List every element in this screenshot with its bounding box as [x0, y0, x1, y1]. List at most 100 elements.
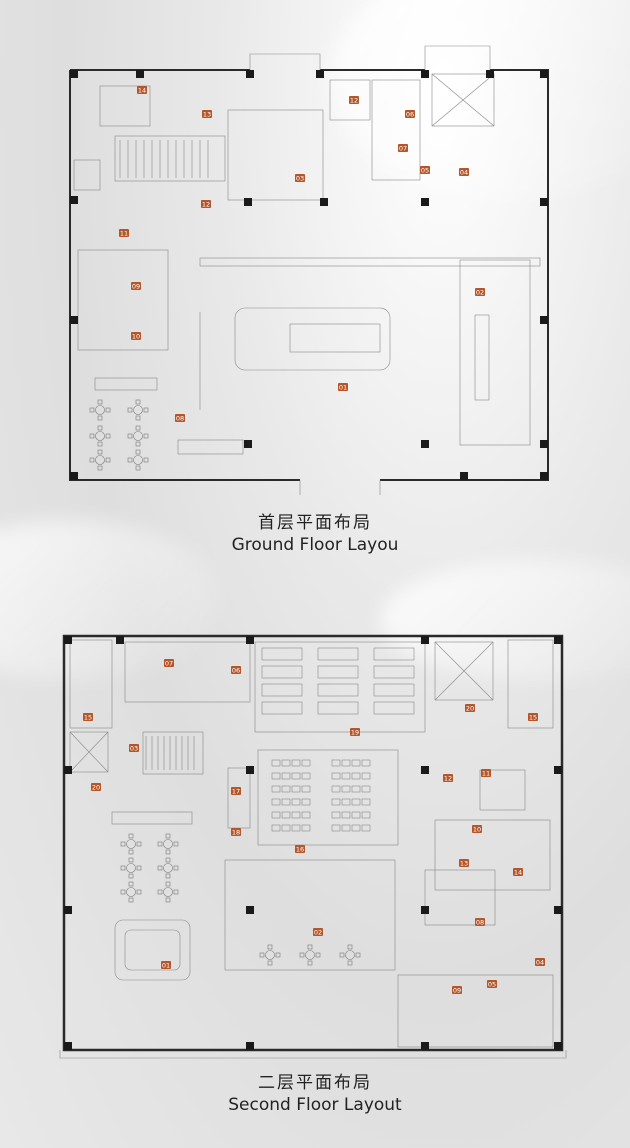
structural-column — [70, 70, 78, 78]
zone-number-badge: 15 — [528, 713, 538, 721]
workstation-desk — [373, 701, 415, 715]
zone-number-label: 01 — [162, 961, 170, 969]
structural-column — [421, 70, 429, 78]
workstation-desk — [261, 683, 303, 697]
round-table-set — [157, 881, 179, 903]
zone-number-badge: 04 — [459, 168, 469, 176]
zone-number-label: 13 — [203, 110, 211, 118]
training-seat — [361, 759, 371, 767]
zone-number-badge: 01 — [338, 383, 348, 391]
zone-number-label: 03 — [296, 174, 304, 182]
training-seat — [361, 811, 371, 819]
round-table-set — [127, 449, 149, 471]
zone-number-badge: 10 — [472, 825, 482, 833]
training-seat — [301, 772, 311, 780]
workstation-desk — [317, 647, 359, 661]
zone-number-badge: 13 — [459, 859, 469, 867]
structural-column — [136, 70, 144, 78]
zone-number-label: 11 — [120, 229, 128, 237]
zone-number-badge: 18 — [231, 828, 241, 836]
workstation-desk — [373, 647, 415, 661]
zone-number-label: 02 — [476, 288, 484, 296]
structural-column — [246, 906, 254, 914]
workstation-desk — [261, 665, 303, 679]
structural-column — [70, 316, 78, 324]
round-table-set — [157, 833, 179, 855]
round-table-set — [157, 857, 179, 879]
zone-number-label: 14 — [514, 868, 522, 876]
training-seat — [281, 772, 291, 780]
round-table-set — [89, 449, 111, 471]
structural-column — [540, 316, 548, 324]
round-table-set — [259, 944, 281, 966]
zone-number-badge: 08 — [175, 414, 185, 422]
workstation-desk — [261, 701, 303, 715]
structural-column — [554, 766, 562, 774]
structural-column — [244, 440, 252, 448]
round-table-set — [89, 425, 111, 447]
round-table-set — [127, 399, 149, 421]
ground-floor-caption: 首层平面布局 Ground Floor Layou — [0, 512, 630, 556]
training-seat — [271, 798, 281, 806]
training-seat — [271, 785, 281, 793]
zone-number-label: 10 — [473, 825, 481, 833]
structural-column — [64, 1042, 72, 1050]
training-seat — [351, 824, 361, 832]
structural-column — [70, 196, 78, 204]
training-seat — [351, 772, 361, 780]
training-seat — [341, 824, 351, 832]
zone-number-badge: 06 — [231, 666, 241, 674]
zone-number-label: 04 — [460, 168, 468, 176]
structural-column — [421, 766, 429, 774]
zone-number-badge: 09 — [452, 986, 462, 994]
zone-number-label: 20 — [92, 783, 100, 791]
training-seat — [281, 759, 291, 767]
training-seat — [361, 772, 371, 780]
structural-column — [64, 766, 72, 774]
zone-number-label: 09 — [132, 282, 140, 290]
zone-number-badge: 12 — [443, 774, 453, 782]
zone-number-label: 20 — [466, 704, 474, 712]
zone-number-label: 12 — [202, 200, 210, 208]
training-seat — [291, 759, 301, 767]
zone-number-label: 05 — [421, 166, 429, 174]
zone-number-label: 18 — [232, 828, 240, 836]
ground-floor-title-cn: 首层平面布局 — [258, 513, 372, 533]
second-floor-caption: 二层平面布局 Second Floor Layout — [0, 1072, 630, 1116]
round-table-set — [127, 425, 149, 447]
structural-column — [540, 198, 548, 206]
round-table-set — [339, 944, 361, 966]
workstation-desk — [373, 665, 415, 679]
round-table-set — [299, 944, 321, 966]
zone-number-label: 13 — [460, 859, 468, 867]
zone-number-badge: 08 — [475, 918, 485, 926]
zone-number-badge: 09 — [131, 282, 141, 290]
round-table-set — [120, 881, 142, 903]
training-seat — [331, 759, 341, 767]
training-seat — [331, 811, 341, 819]
training-seat — [361, 824, 371, 832]
zone-number-badge: 02 — [313, 928, 323, 936]
training-seat — [301, 785, 311, 793]
training-seat — [271, 824, 281, 832]
training-seat — [341, 798, 351, 806]
structural-column — [320, 198, 328, 206]
training-seat — [351, 811, 361, 819]
zone-number-label: 07 — [165, 659, 173, 667]
training-seat — [331, 772, 341, 780]
structural-column — [64, 636, 72, 644]
structural-column — [246, 766, 254, 774]
zone-number-label: 09 — [453, 986, 461, 994]
zone-number-badge: 11 — [481, 769, 491, 777]
zone-number-badge: 05 — [487, 980, 497, 988]
zone-number-badge: 14 — [513, 868, 523, 876]
zone-number-label: 12 — [444, 774, 452, 782]
training-seat — [291, 824, 301, 832]
zone-number-badge: 04 — [535, 958, 545, 966]
workstation-desk — [317, 665, 359, 679]
zone-number-label: 16 — [296, 845, 304, 853]
structural-column — [246, 636, 254, 644]
zone-number-badge: 03 — [129, 744, 139, 752]
